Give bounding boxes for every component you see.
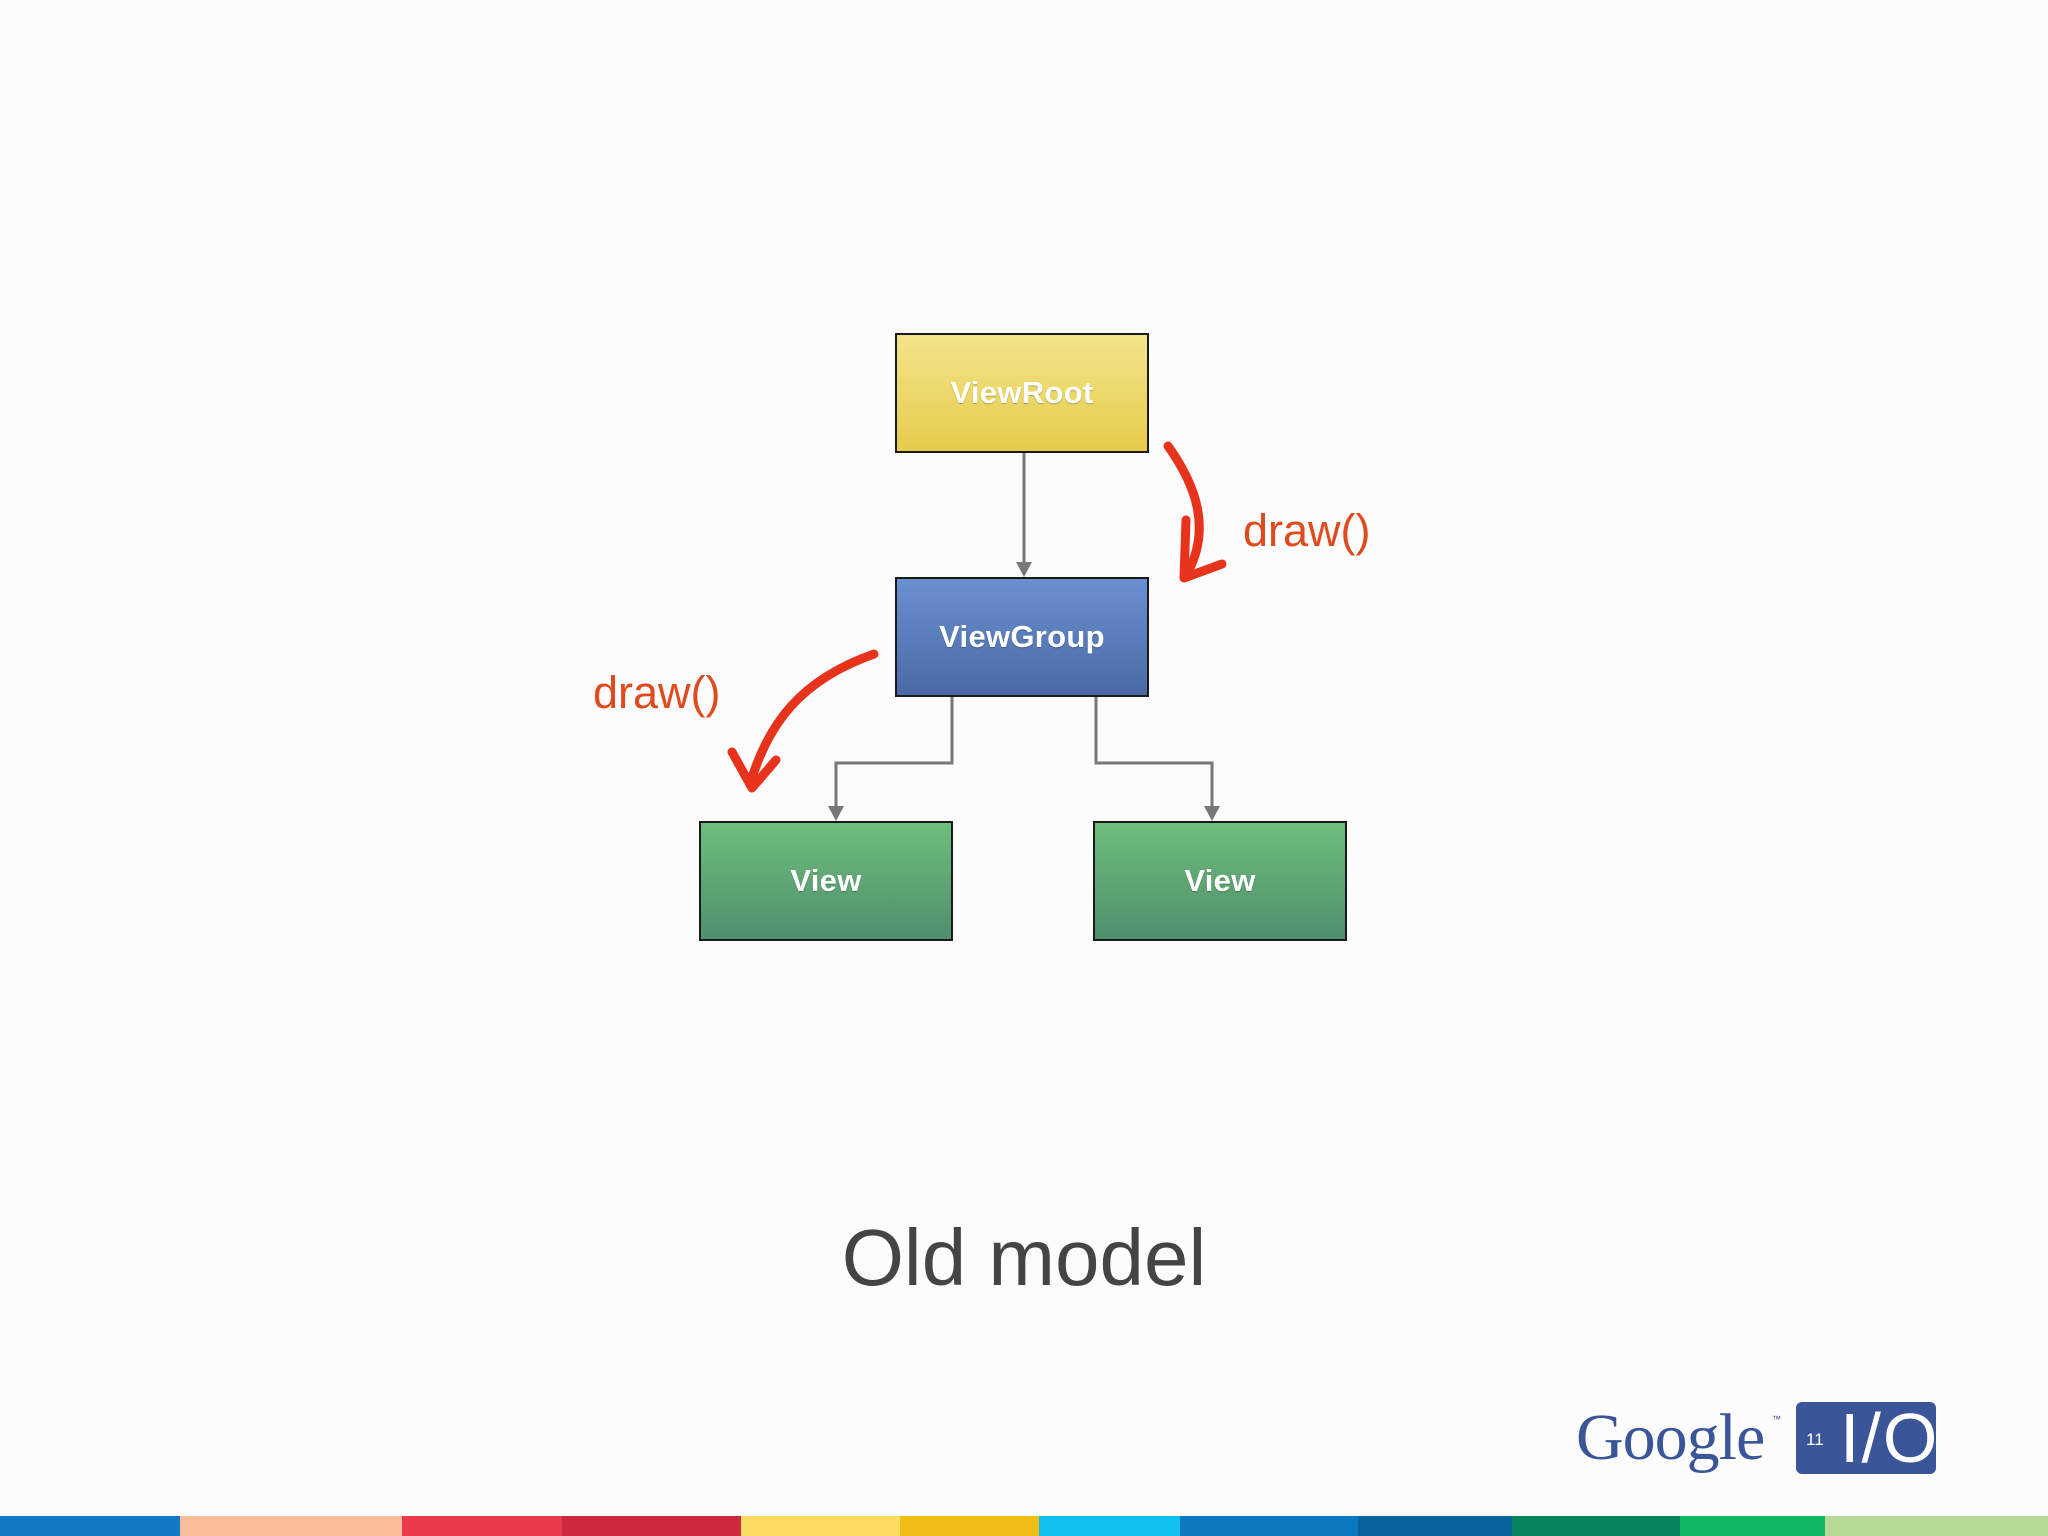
trademark-mark: ™ bbox=[1772, 1414, 1781, 1424]
strip-segment bbox=[402, 1516, 562, 1536]
strip-segment bbox=[1039, 1516, 1180, 1536]
draw-call-label-left: draw() bbox=[593, 667, 721, 718]
viewroot-label: ViewRoot bbox=[950, 375, 1094, 410]
connector-group-to-right-view bbox=[1094, 697, 1214, 809]
strip-segment bbox=[741, 1516, 900, 1536]
io-badge: 11 I/O bbox=[1796, 1399, 1940, 1477]
io-mark: I/O bbox=[1840, 1399, 1940, 1477]
view-right-label: View bbox=[1184, 863, 1256, 898]
slide-title: Old model bbox=[841, 1213, 1207, 1302]
strip-segment bbox=[1680, 1516, 1825, 1536]
viewgroup-label: ViewGroup bbox=[939, 619, 1105, 654]
viewroot-node: ViewRoot bbox=[895, 333, 1149, 453]
strip-segment bbox=[1358, 1516, 1512, 1536]
view-left-label: View bbox=[790, 863, 862, 898]
strip-segment bbox=[1180, 1516, 1358, 1536]
draw-call-arrowhead-right bbox=[1179, 515, 1227, 583]
strip-segment bbox=[1825, 1516, 2048, 1536]
strip-segment bbox=[562, 1516, 741, 1536]
connector-group-to-left-view bbox=[834, 697, 954, 809]
view-node-right: View bbox=[1093, 821, 1347, 941]
connector-root-to-group-head bbox=[1016, 562, 1032, 577]
strip-segment bbox=[180, 1516, 402, 1536]
viewgroup-node: ViewGroup bbox=[895, 577, 1149, 697]
view-node-left: View bbox=[699, 821, 953, 941]
draw-call-arrow-right bbox=[1163, 441, 1204, 577]
google-wordmark: Google bbox=[1576, 1401, 1765, 1474]
strip-segment bbox=[0, 1516, 180, 1536]
footer-color-strip bbox=[0, 1516, 2048, 1536]
connector-group-to-left-view-head bbox=[828, 806, 844, 821]
draw-call-label-right: draw() bbox=[1243, 505, 1371, 556]
io-year: 11 bbox=[1806, 1430, 1824, 1449]
strip-segment bbox=[900, 1516, 1039, 1536]
connector-group-to-right-view-head bbox=[1204, 806, 1220, 821]
google-io-logo: Google ™ 11 I/O bbox=[1576, 1399, 1940, 1477]
draw-call-arrow-left bbox=[745, 649, 879, 789]
strip-segment bbox=[1512, 1516, 1680, 1536]
draw-call-arrowhead-left bbox=[727, 747, 781, 793]
